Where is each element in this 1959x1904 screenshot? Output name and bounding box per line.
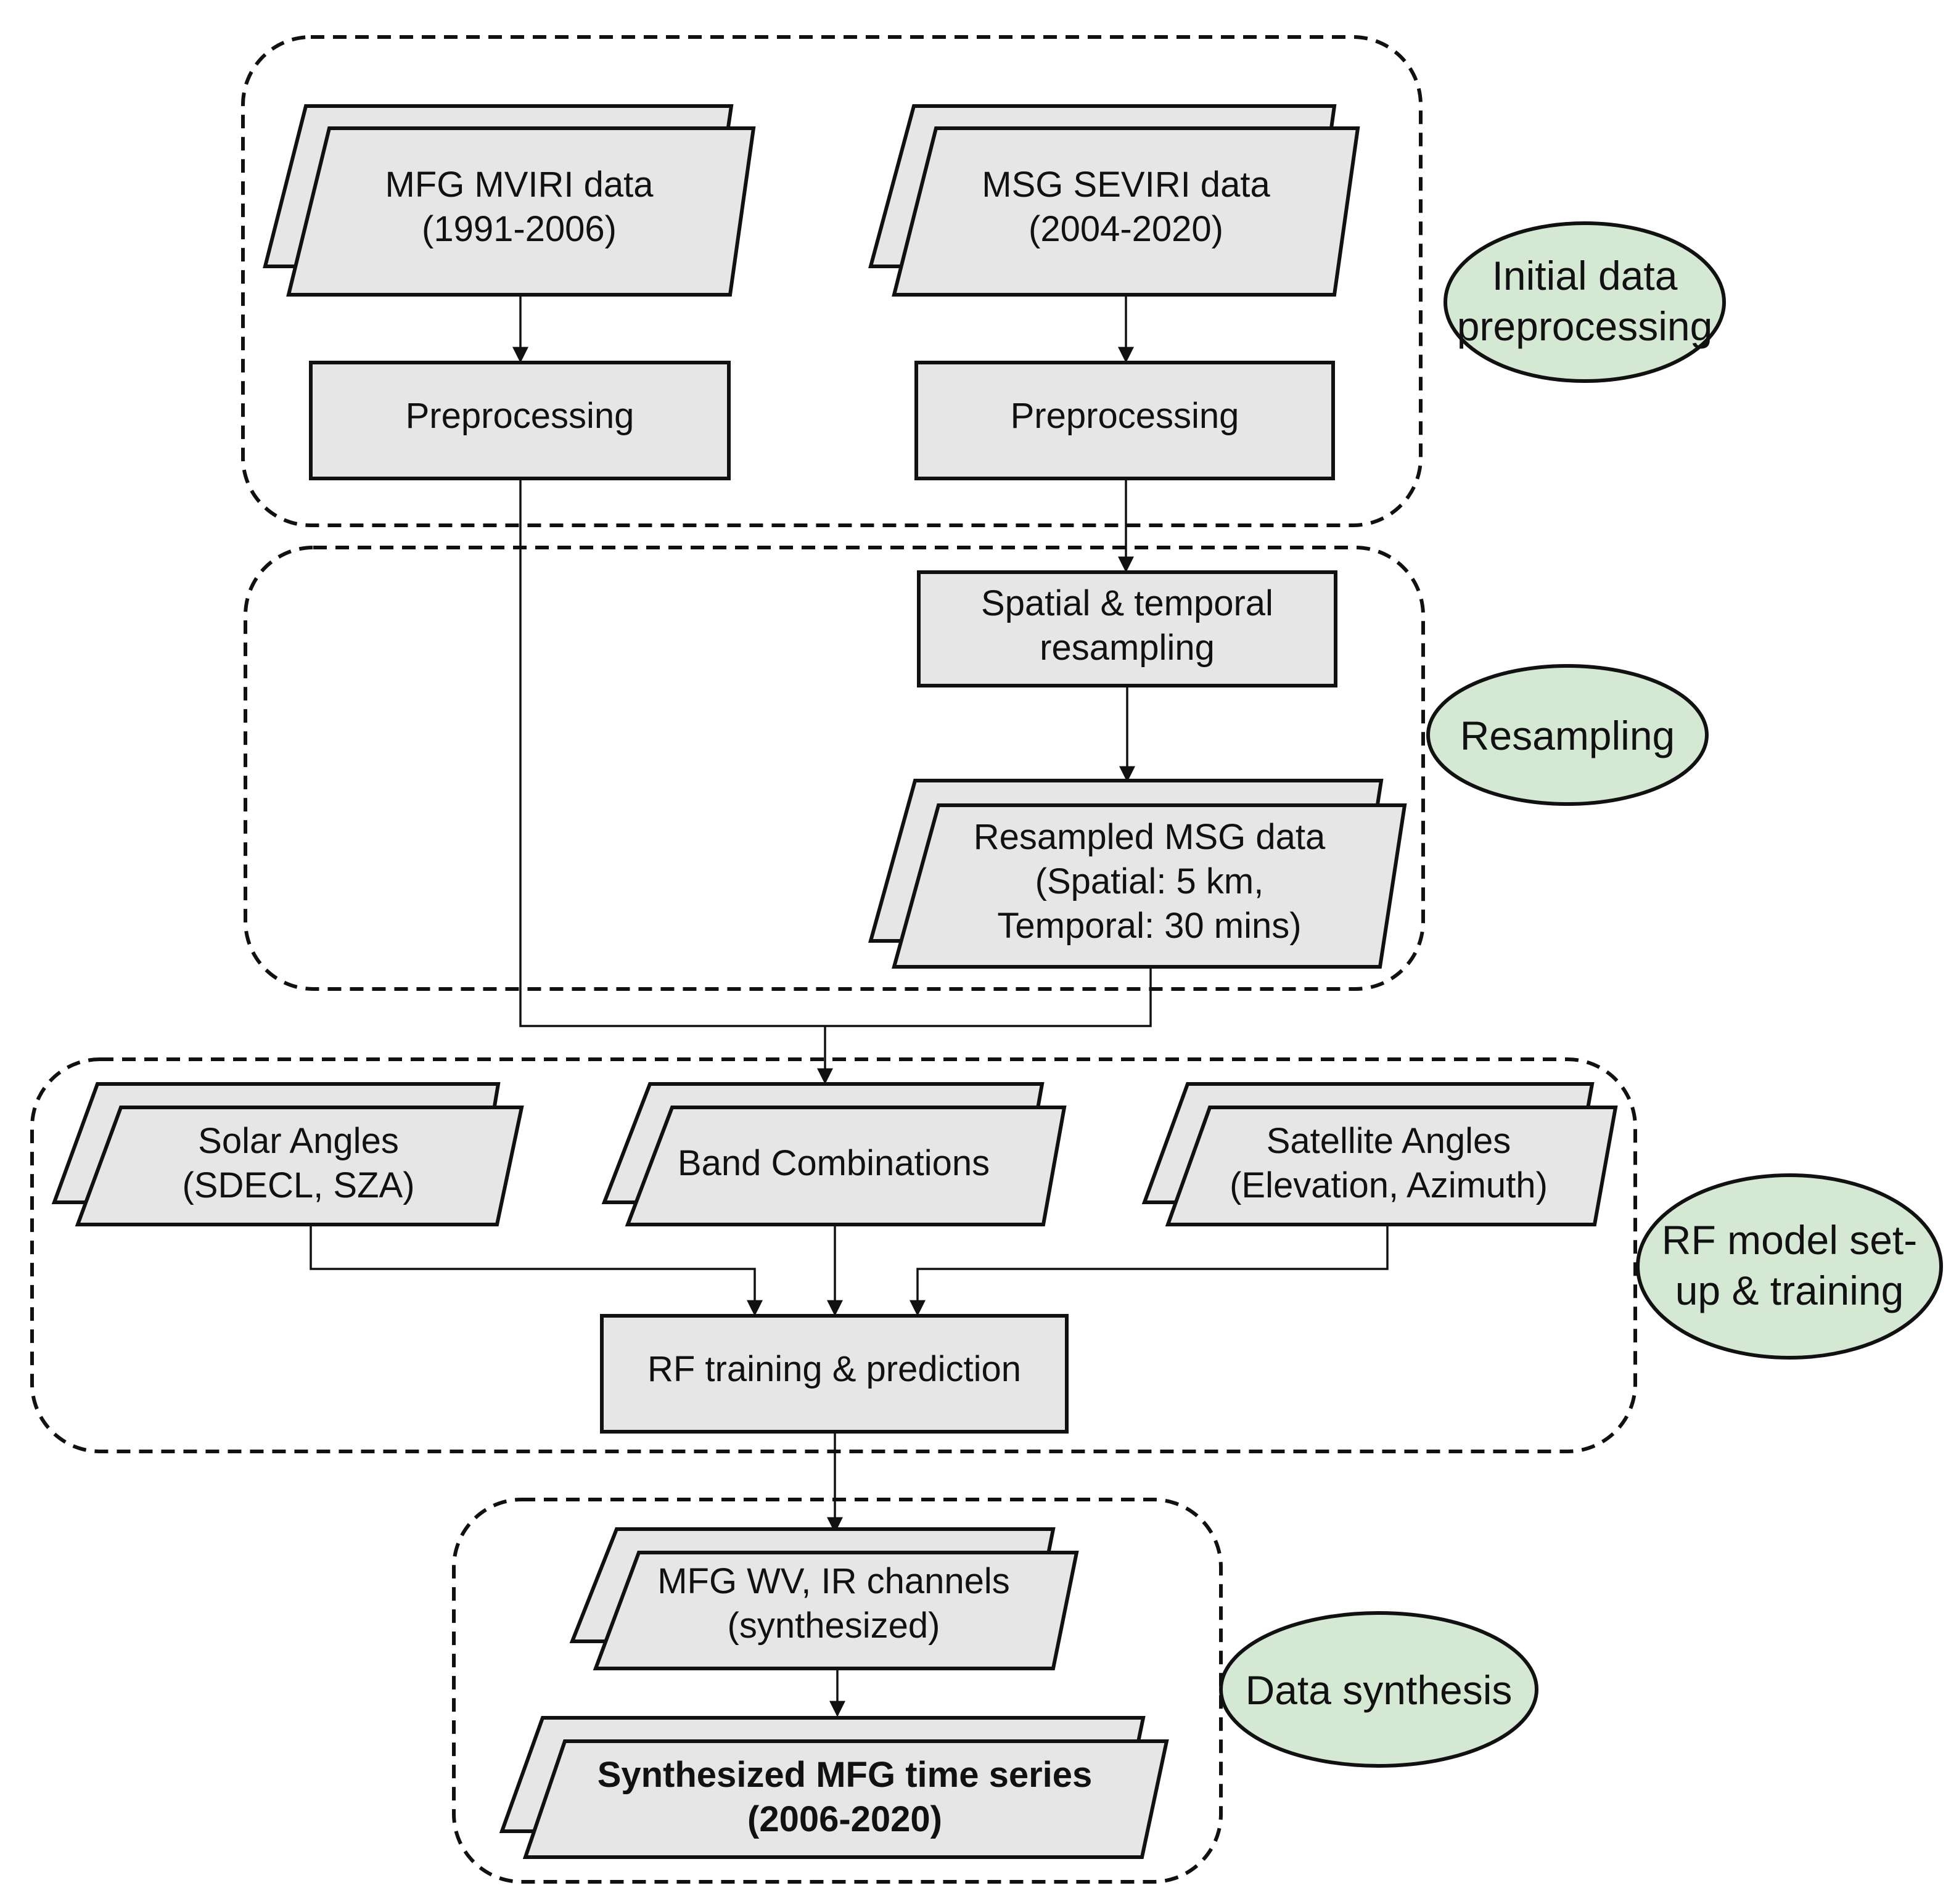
node-label-line-1: Preprocessing (1011, 396, 1239, 436)
node-label-line-3: Temporal: 30 mins) (997, 906, 1301, 946)
data-node-satellite-angles: Satellite Angles (Elevation, Azimuth) (1141, 1082, 1618, 1226)
group-resampling (244, 546, 1425, 991)
stage-data-synthesis: Data synthesis (1219, 1611, 1538, 1768)
node-label-line-2: (SDECL, SZA) (182, 1165, 414, 1205)
process-node-spatial-temporal-resampling: Spatial & temporal resampling (917, 570, 1337, 687)
node-label-line-1: Spatial & temporal (981, 583, 1273, 623)
data-node-msg-seviri: MSG SEVIRI data (2004-2020) (868, 104, 1360, 297)
data-node-mfg-channels: MFG WV, IR channels (synthesized) (569, 1527, 1079, 1670)
data-node-solar-angles: Solar Angles (SDECL, SZA) (51, 1082, 524, 1226)
node-label-line-2: (Spatial: 5 km, (1035, 861, 1264, 901)
arrow-solar-to-rf (310, 1225, 763, 1316)
node-label-line-1: Solar Angles (198, 1121, 399, 1161)
node-label-line-2: (2006-2020) (747, 1799, 942, 1839)
node-label-line-1: Preprocessing (406, 396, 635, 436)
connector-mfg-preprocessing-merge (519, 478, 825, 1027)
node-label-line-2: (Elevation, Azimuth) (1230, 1165, 1548, 1205)
stage-resampling: Resampling (1426, 664, 1709, 806)
data-node-synthesized-series: Synthesized MFG time series (2006-2020) (499, 1716, 1169, 1859)
data-node-resampled-msg: Resampled MSG data (Spatial: 5 km, Tempo… (868, 779, 1407, 969)
arrow-satellite-to-rf (910, 1225, 1389, 1316)
process-node-rf-training: RF training & prediction (600, 1314, 1069, 1434)
stage-initial-preprocessing: Initial data preprocessing (1444, 221, 1726, 383)
node-label-line-1: MSG SEVIRI data (982, 165, 1270, 205)
group-initial-preprocessing (241, 35, 1423, 527)
stage-label-line-2: up & training (1675, 1268, 1904, 1313)
process-node-preprocessing-msg: Preprocessing (914, 361, 1335, 480)
stage-label-line-2: preprocessing (1457, 303, 1713, 349)
data-node-mfg-mviri: MFG MVIRI data (1991-2006) (263, 104, 756, 297)
stage-label-line-1: RF model set- (1662, 1217, 1917, 1263)
group-data-synthesis (452, 1498, 1223, 1884)
node-label-line-1: MFG WV, IR channels (657, 1561, 1010, 1601)
node-label-line-1: Resampled MSG data (974, 817, 1326, 857)
node-label-line-2: (synthesized) (728, 1606, 940, 1646)
node-label-line-2: (1991-2006) (422, 209, 617, 249)
node-label-line-1: Band Combinations (678, 1143, 990, 1183)
connector-resampled-merge (825, 966, 1152, 1027)
stage-rf-model: RF model set- up & training (1636, 1173, 1943, 1360)
stage-label-line-1: Initial data (1492, 253, 1678, 298)
process-node-preprocessing-mfg: Preprocessing (309, 361, 731, 480)
data-node-band-combinations: Band Combinations (601, 1082, 1067, 1226)
stage-label-line-1: Data synthesis (1246, 1667, 1513, 1713)
node-label-line-2: resampling (1040, 628, 1215, 668)
node-label-line-1: MFG MVIRI data (385, 165, 654, 205)
group-rf-model (30, 1057, 1637, 1453)
node-label-line-1: Satellite Angles (1267, 1121, 1511, 1161)
node-label-line-1: Synthesized MFG time series (598, 1755, 1093, 1795)
node-label-line-1: RF training & prediction (647, 1349, 1021, 1389)
node-label-line-2: (2004-2020) (1029, 209, 1223, 249)
stage-label-line-1: Resampling (1460, 713, 1675, 758)
